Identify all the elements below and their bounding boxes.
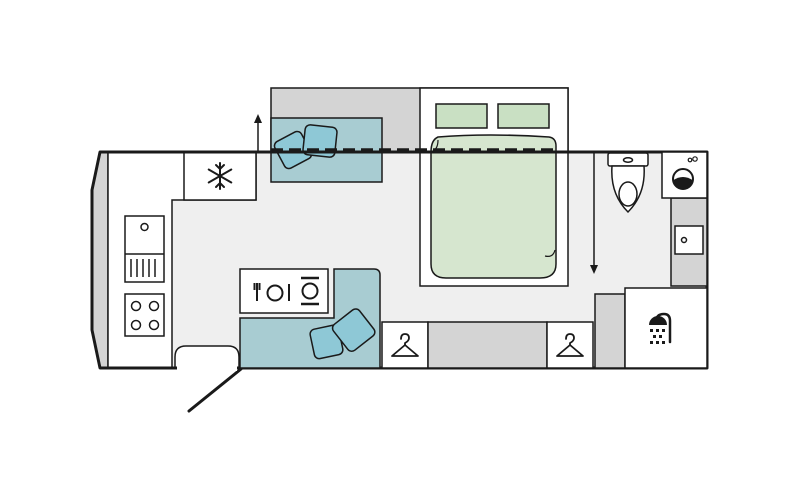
hob-icon [130, 300, 160, 331]
snowflake-icon [207, 162, 233, 190]
toilet-icon [607, 152, 649, 214]
shower[interactable] [624, 287, 708, 369]
storage-cabinet [427, 321, 548, 369]
clothes-hanger-icon [391, 333, 419, 357]
door-opening [177, 365, 237, 371]
bathroom-cabinet [594, 293, 626, 369]
cushion-icon [309, 308, 376, 360]
bed-cover-corner [544, 249, 556, 257]
entry-door-step [174, 345, 240, 369]
dining-table-icon [253, 276, 319, 306]
hob [124, 293, 165, 337]
drainer-grooves [130, 259, 156, 277]
dining-table[interactable] [239, 268, 329, 314]
clothes-hanger-icon [556, 333, 584, 357]
bed-pillow-left [435, 103, 488, 129]
entry-door[interactable] [187, 367, 243, 413]
shower-icon [649, 312, 672, 344]
kitchen-sink-icon [140, 222, 149, 232]
wash-basin[interactable] [674, 225, 704, 255]
bed-mattress[interactable] [430, 134, 557, 279]
bed-pillow-right [497, 103, 550, 129]
wash-basin-icon [680, 236, 688, 244]
washing-machine-icon [672, 156, 698, 190]
